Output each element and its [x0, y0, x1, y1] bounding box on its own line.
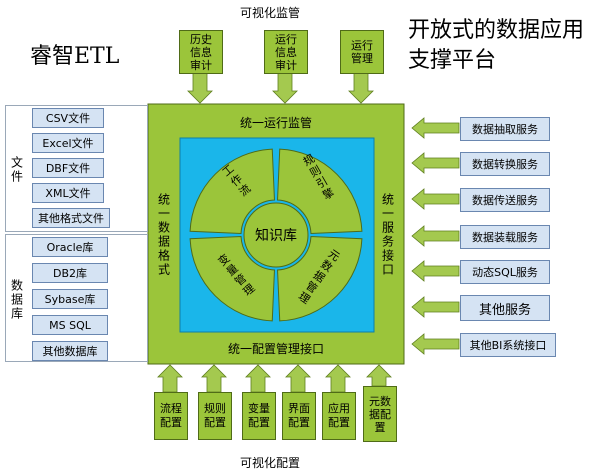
bottom-box-label: 流程配置 [160, 402, 182, 429]
knowledge-ring [189, 148, 363, 322]
file-item-excel[interactable]: Excel文件 [32, 133, 104, 153]
bottom-box-app-config[interactable]: 应用配置 [322, 392, 356, 440]
quadrant-metadata-label: 元数据管理 [294, 246, 343, 308]
service-label: 数据抽取服务 [472, 123, 538, 136]
db-item-label: MS SQL [49, 318, 91, 332]
db-item-label: DB2库 [52, 267, 87, 280]
file-item-label: 其他格式文件 [38, 212, 104, 225]
top-arrow-2 [272, 71, 298, 104]
top-box-runtime-audit-label: 运行信息审计 [275, 32, 297, 72]
bottom-box-rule-config[interactable]: 规则配置 [198, 392, 232, 440]
core-top-label: 统一运行监管 [239, 115, 312, 130]
service-label: 其他BI系统接口 [469, 339, 547, 352]
ring-segment-rule-engine [277, 148, 363, 234]
top-caption: 可视化监管 [240, 6, 301, 20]
bottom-arrow-1 [157, 364, 183, 393]
knowledge-base-label: 知识库 [255, 228, 297, 244]
top-box-history-audit[interactable]: 历史信息审计 [179, 30, 223, 74]
bottom-box-variable-config[interactable]: 变量配置 [242, 392, 276, 440]
service-load[interactable]: 数据装载服务 [460, 225, 550, 249]
right-arrow-4 [411, 225, 460, 247]
file-item-dbf[interactable]: DBF文件 [32, 158, 104, 178]
right-arrow-3 [411, 188, 460, 210]
quadrant-rule-engine-label: 规则引擎 [299, 151, 338, 204]
service-transform[interactable]: 数据转换服务 [460, 152, 550, 176]
right-arrow-1 [411, 117, 460, 139]
core-right-label: 统一服务接口 [380, 193, 395, 277]
headline: 开放式的数据应用支撑平台 [408, 18, 585, 73]
db-item-oracle[interactable]: Oracle库 [32, 237, 108, 257]
db-item-sybase[interactable]: Sybase库 [32, 289, 108, 309]
right-arrow-5 [411, 260, 460, 282]
service-label: 数据装载服务 [472, 231, 538, 244]
service-extract[interactable]: 数据抽取服务 [460, 117, 550, 141]
top-box-history-audit-label: 历史信息审计 [190, 32, 212, 72]
top-box-run-management[interactable]: 运行管理 [340, 30, 384, 74]
quadrant-workflow-label: 工作流 [218, 162, 254, 201]
db-item-label: 其他数据库 [42, 345, 98, 358]
quadrant-variable-label: 变量管理 [214, 251, 259, 300]
bottom-box-process-config[interactable]: 流程配置 [154, 392, 188, 440]
file-item-xml[interactable]: XML文件 [32, 183, 104, 203]
ring-segment-workflow [189, 148, 275, 234]
brand-title: 睿智ETL [30, 44, 120, 69]
service-label: 其他服务 [478, 302, 531, 318]
quadrant-metadata: 元数据管理 [292, 244, 352, 320]
file-item-label: CSV文件 [45, 112, 91, 125]
db-item-db2[interactable]: DB2库 [32, 263, 108, 283]
top-box-run-management-label: 运行管理 [351, 39, 373, 65]
bottom-box-label: 应用配置 [328, 402, 350, 429]
knowledge-base-circle [243, 202, 309, 268]
top-arrow-3 [348, 71, 374, 104]
service-label: 数据传送服务 [472, 194, 538, 207]
service-transfer[interactable]: 数据传送服务 [460, 188, 550, 212]
file-item-csv[interactable]: CSV文件 [32, 108, 104, 128]
db-group-label: 数据库 [8, 275, 26, 325]
bottom-arrow-3 [245, 364, 271, 393]
right-arrow-6 [411, 296, 460, 318]
db-item-other[interactable]: 其他数据库 [32, 341, 108, 361]
quadrant-rule-engine: 规则引擎 [290, 152, 350, 222]
right-arrow-7 [411, 333, 460, 355]
bottom-box-ui-config[interactable]: 界面配置 [282, 392, 316, 440]
quadrant-workflow: 工作流 [206, 162, 266, 222]
file-item-other[interactable]: 其他格式文件 [32, 208, 110, 228]
bottom-box-label: 界面配置 [288, 402, 310, 429]
db-item-label: Sybase库 [44, 293, 96, 306]
bottom-box-metadata-config[interactable]: 元数据配置 [363, 386, 397, 442]
ring-segment-metadata [277, 236, 363, 322]
top-arrow-1 [187, 71, 213, 104]
service-label: 数据转换服务 [472, 158, 538, 171]
bottom-arrow-4 [285, 364, 311, 393]
db-group-label-text: 数据库 [9, 279, 24, 321]
bottom-box-label: 规则配置 [204, 402, 226, 429]
db-item-label: Oracle库 [46, 241, 94, 254]
core-left-label: 统一数据格式 [156, 193, 171, 277]
file-group-label: 文件 [8, 150, 26, 190]
bottom-box-label: 元数据配置 [369, 394, 391, 434]
bottom-caption: 可视化配置 [240, 456, 301, 470]
core-bottom-label: 统一配置管理接口 [227, 341, 324, 356]
ring-segment-variable [189, 236, 275, 322]
file-item-label: Excel文件 [42, 137, 94, 150]
service-dynamic-sql[interactable]: 动态SQL服务 [460, 260, 550, 284]
service-label: 动态SQL服务 [472, 266, 538, 279]
file-item-label: XML文件 [45, 187, 91, 200]
top-box-runtime-audit[interactable]: 运行信息审计 [264, 30, 308, 74]
file-item-label: DBF文件 [45, 162, 91, 175]
bottom-box-label: 变量配置 [248, 402, 270, 429]
service-other-bi[interactable]: 其他BI系统接口 [460, 333, 556, 357]
service-other[interactable]: 其他服务 [460, 295, 550, 321]
bottom-arrow-5 [325, 364, 351, 393]
file-group-label-text: 文件 [9, 156, 24, 184]
bottom-arrow-6 [366, 364, 392, 387]
quadrant-variable: 变量管理 [206, 248, 266, 318]
right-arrow-2 [411, 152, 460, 174]
bottom-arrow-2 [201, 364, 227, 393]
db-item-mssql[interactable]: MS SQL [32, 315, 108, 335]
